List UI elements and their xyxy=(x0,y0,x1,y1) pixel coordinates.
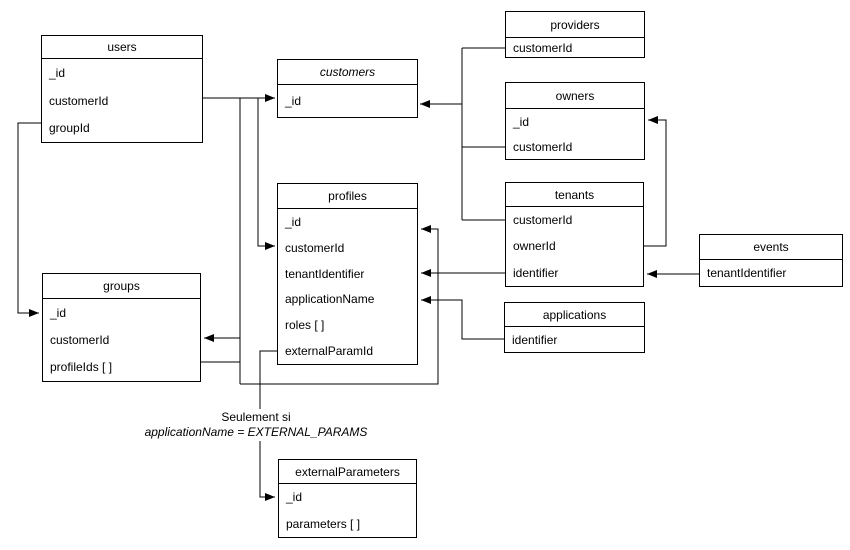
entity-tenants: tenants customerId ownerId identifier xyxy=(505,182,644,287)
field-groups-0: _id xyxy=(50,305,67,320)
field-owners-1: customerId xyxy=(513,139,573,154)
entity-title-customers: customers xyxy=(278,60,417,85)
field-profiles-5: externalParamId xyxy=(285,344,374,359)
field-users-2: groupId xyxy=(49,121,90,136)
field-tenants-0: customerId xyxy=(513,213,573,228)
entity-title-users: users xyxy=(42,36,202,59)
condition-note: Seulement si applicationName = EXTERNAL_… xyxy=(142,409,370,441)
field-tenants-1: ownerId xyxy=(513,239,556,254)
field-groups-1: customerId xyxy=(50,332,110,347)
entity-profiles: profiles _id customerId tenantIdentifier ap… xyxy=(277,183,418,365)
entity-title-applications: applications xyxy=(505,303,644,327)
entity-fields-providers: customerId xyxy=(506,38,644,57)
entity-title-tenants: tenants xyxy=(506,183,643,207)
condition-note-line-1: Seulement si xyxy=(221,410,291,424)
field-profiles-3: applicationName xyxy=(285,292,375,307)
field-applications-0: identifier xyxy=(512,332,558,347)
field-profiles-2: tenantIdentifier xyxy=(285,266,365,281)
entity-title-externalParameters: externalParameters xyxy=(279,460,416,484)
entity-fields-events: tenantIdentifier xyxy=(700,260,842,286)
entity-externalParameters: externalParameters _id parameters [ ] xyxy=(278,459,417,538)
entity-fields-applications: identifier xyxy=(505,327,644,352)
connector-users-groupId-to-groups-id xyxy=(17,122,41,317)
entity-customers: customers _id xyxy=(277,59,418,118)
entity-events: events tenantIdentifier xyxy=(699,234,843,287)
field-tenants-2: identifier xyxy=(513,265,559,280)
connector-branch-to-profiles-customerId xyxy=(257,98,275,250)
connector-groups-profileIds-to-profiles-id xyxy=(240,225,439,385)
connector-tenants-ownerId-to-owners-id xyxy=(644,116,667,247)
entity-owners: owners _id customerId xyxy=(505,82,645,160)
entity-fields-users: _id customerId groupId xyxy=(42,59,202,142)
field-events-0: tenantIdentifier xyxy=(707,266,787,280)
entity-fields-externalParameters: _id parameters [ ] xyxy=(279,484,416,537)
entity-users: users _id customerId groupId xyxy=(41,35,203,143)
entity-fields-customers: _id xyxy=(278,85,417,117)
field-customers-0: _id xyxy=(285,94,302,108)
entity-applications: applications identifier xyxy=(504,302,645,353)
entity-title-profiles: profiles xyxy=(278,184,417,209)
entity-groups: groups _id customerId profileIds [ ] xyxy=(42,273,201,382)
field-profiles-4: roles [ ] xyxy=(285,318,325,333)
entity-title-events: events xyxy=(700,235,842,260)
field-externalParameters-1: parameters [ ] xyxy=(286,516,361,531)
field-providers-0: customerId xyxy=(513,40,573,55)
entity-title-owners: owners xyxy=(506,83,644,109)
field-profiles-1: customerId xyxy=(285,240,345,255)
entity-title-providers: providers xyxy=(506,12,644,38)
entity-fields-profiles: _id customerId tenantIdentifier application… xyxy=(278,209,417,364)
entity-fields-tenants: customerId ownerId identifier xyxy=(506,207,643,286)
entity-fields-groups: _id customerId profileIds [ ] xyxy=(43,299,200,381)
entity-fields-owners: _id customerId xyxy=(506,109,644,159)
field-groups-2: profileIds [ ] xyxy=(50,360,113,375)
entity-providers: providers customerId xyxy=(505,11,645,58)
field-externalParameters-0: _id xyxy=(286,490,303,505)
field-profiles-0: _id xyxy=(285,214,302,229)
field-users-1: customerId xyxy=(49,93,109,108)
connector-applications-identifier-to-profiles-applicationName xyxy=(421,296,504,340)
entity-title-groups: groups xyxy=(43,274,200,299)
condition-note-line-2: applicationName = EXTERNAL_PARAMS xyxy=(144,425,368,439)
field-users-0: _id xyxy=(49,65,66,80)
field-owners-0: _id xyxy=(513,114,530,129)
